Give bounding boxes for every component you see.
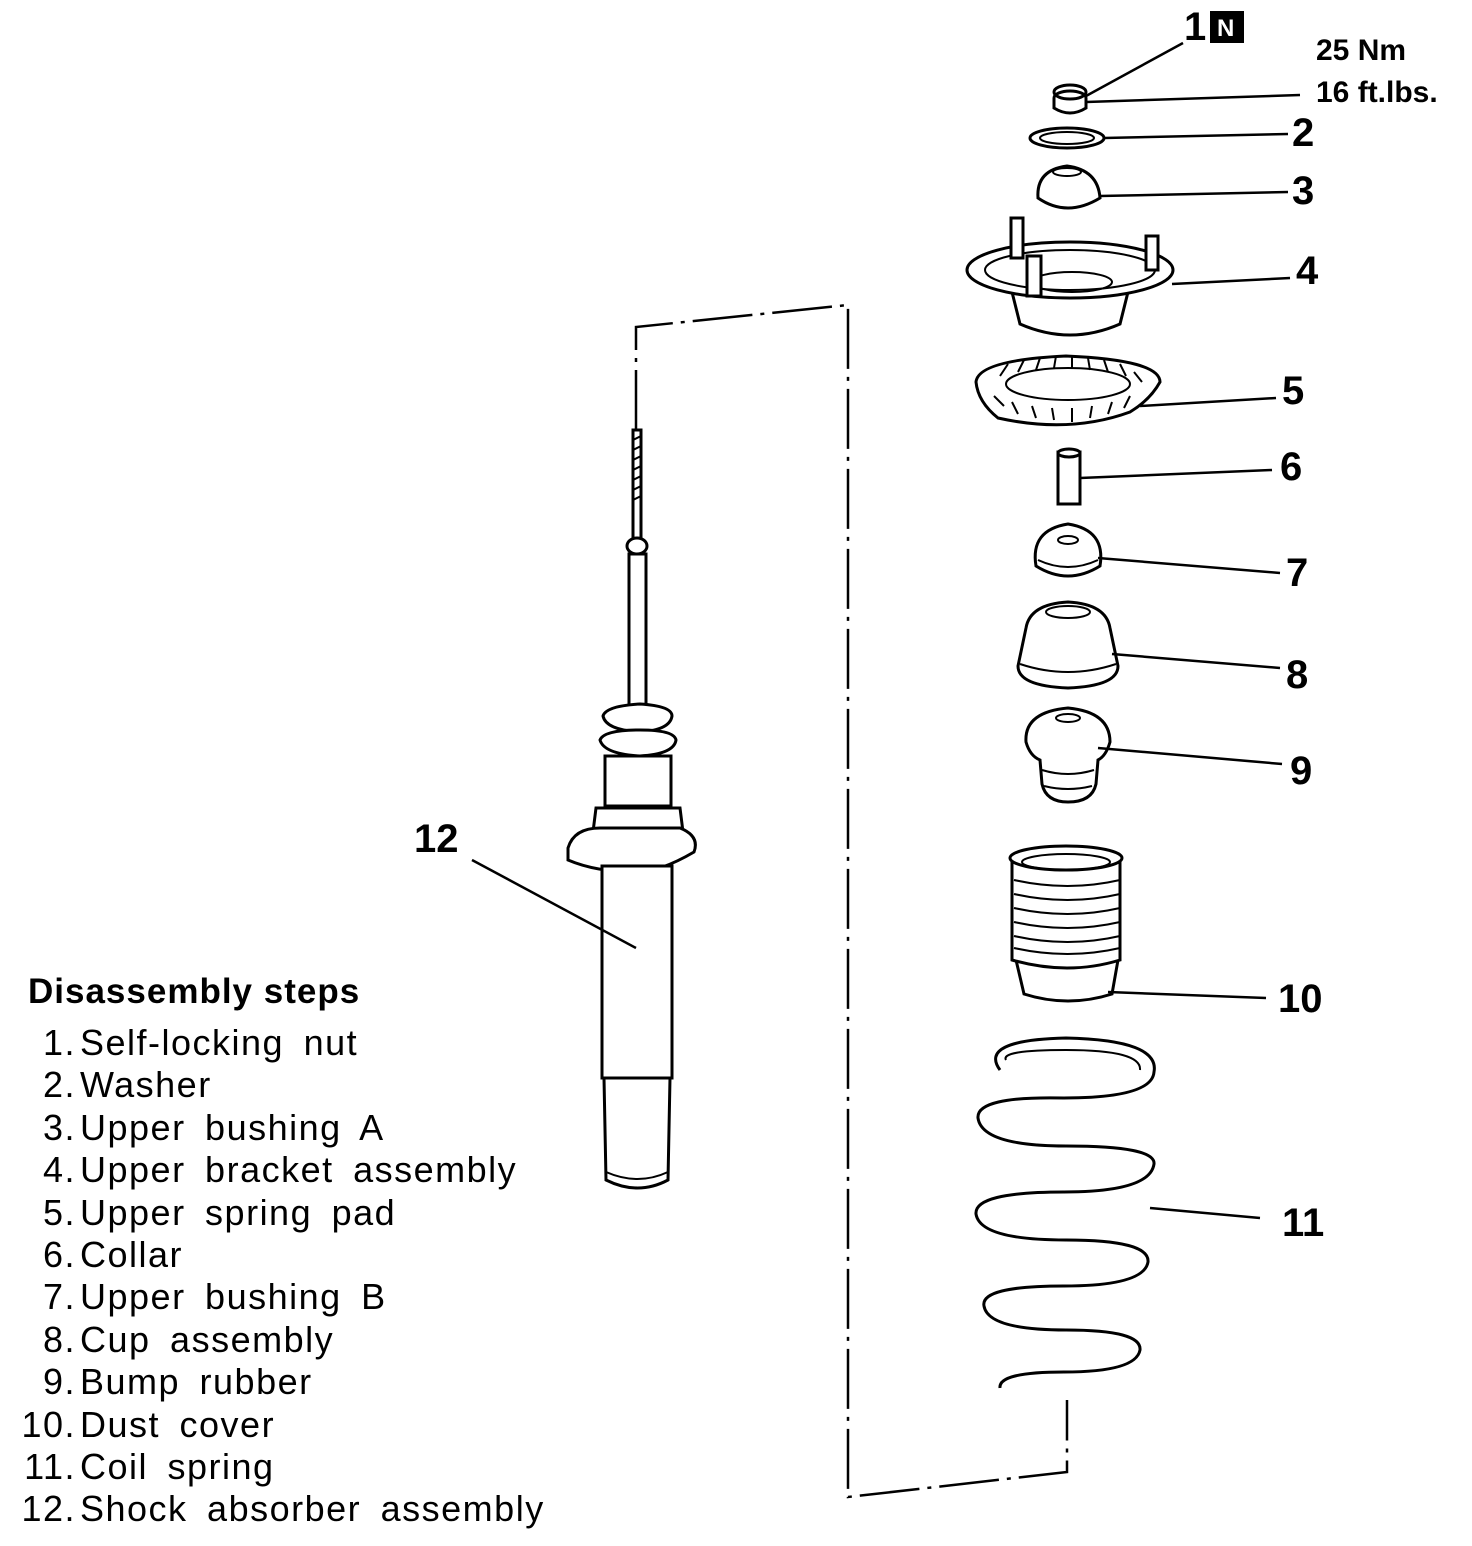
- callout-2: 2: [1292, 111, 1314, 155]
- callout-9: 9: [1290, 749, 1312, 793]
- step-item: 5.Upper spring pad: [6, 1192, 626, 1234]
- part-collar: [1056, 447, 1082, 506]
- part-upper-bushing-a: [1036, 164, 1102, 210]
- step-item: 8.Cup assembly: [6, 1319, 626, 1361]
- step-label: Upper bushing A: [80, 1106, 385, 1148]
- step-item: 1.Self-locking nut: [6, 1022, 626, 1064]
- new-part-badge-text: N: [1217, 15, 1234, 42]
- step-label: Coil spring: [80, 1446, 275, 1488]
- callout-6: 6: [1280, 445, 1302, 489]
- step-label: Upper spring pad: [80, 1191, 397, 1233]
- callout-7: 7: [1286, 551, 1308, 595]
- part-dust-cover: [1008, 844, 1124, 1003]
- step-label: Upper bushing B: [80, 1276, 387, 1318]
- step-number: 11.: [24, 1446, 76, 1488]
- callout-8: 8: [1286, 653, 1308, 697]
- step-number: 4.: [42, 1149, 76, 1191]
- part-upper-spring-pad: [974, 354, 1162, 427]
- step-number: 10.: [21, 1403, 76, 1445]
- step-number: 5.: [42, 1191, 76, 1233]
- torque-metric: 25 Nm: [1316, 34, 1406, 67]
- step-label: Upper bracket assembly: [80, 1149, 518, 1191]
- step-label: Shock absorber assembly: [80, 1488, 545, 1530]
- new-part-badge: N: [1210, 11, 1244, 43]
- step-label: Bump rubber: [80, 1361, 313, 1403]
- step-number: 6.: [42, 1234, 76, 1276]
- step-label: Collar: [80, 1234, 184, 1276]
- step-item: 3.Upper bushing A: [6, 1107, 626, 1149]
- step-item: 4.Upper bracket assembly: [6, 1149, 626, 1191]
- step-number: 3.: [42, 1106, 76, 1148]
- part-upper-bushing-b: [1033, 522, 1103, 578]
- part-shock-absorber-assembly: [566, 428, 697, 1190]
- part-washer: [1028, 126, 1106, 150]
- step-item: 6.Collar: [6, 1234, 626, 1276]
- step-number: 12.: [21, 1488, 76, 1530]
- step-number: 1.: [42, 1022, 76, 1063]
- callout-4: 4: [1296, 249, 1319, 293]
- part-self-locking-nut: [1052, 83, 1088, 115]
- callout-11: 11: [1282, 1201, 1324, 1245]
- step-label: Washer: [80, 1064, 212, 1106]
- step-number: 9.: [42, 1361, 76, 1403]
- steps-title: Disassembly steps: [28, 972, 361, 1011]
- part-upper-bracket-assembly: [965, 216, 1175, 337]
- callout-5: 5: [1282, 369, 1304, 413]
- step-item: 10.Dust cover: [6, 1404, 626, 1446]
- step-number: 2.: [42, 1064, 76, 1106]
- step-label: Self-locking nut: [80, 1022, 359, 1063]
- callout-12: 12: [414, 817, 459, 861]
- torque-imperial: 16 ft.lbs.: [1316, 76, 1438, 109]
- callout-3: 3: [1292, 169, 1314, 213]
- callout-labels: 1 N 25 Nm 16 ft.lbs. 2 3 4 5 6 7 8 9 10 …: [414, 5, 1438, 1245]
- step-item: 2.Washer: [6, 1064, 626, 1106]
- step-label: Cup assembly: [80, 1318, 335, 1360]
- part-coil-spring: [974, 1036, 1156, 1389]
- step-label: Dust cover: [80, 1403, 276, 1445]
- step-item: 9.Bump rubber: [6, 1361, 626, 1403]
- step-number: 8.: [42, 1318, 76, 1360]
- assembly-alignment-line: [634, 303, 1069, 1499]
- leader-lines: [471, 41, 1301, 1220]
- callout-1: 1: [1184, 5, 1206, 49]
- part-cup-assembly: [1016, 600, 1120, 690]
- callout-10: 10: [1278, 977, 1323, 1021]
- step-item: 7.Upper bushing B: [6, 1276, 626, 1318]
- step-number: 7.: [42, 1276, 76, 1318]
- step-item: 12.Shock absorber assembly: [6, 1488, 626, 1530]
- step-item: 11.Coil spring: [6, 1446, 626, 1488]
- part-bump-rubber: [1024, 706, 1112, 804]
